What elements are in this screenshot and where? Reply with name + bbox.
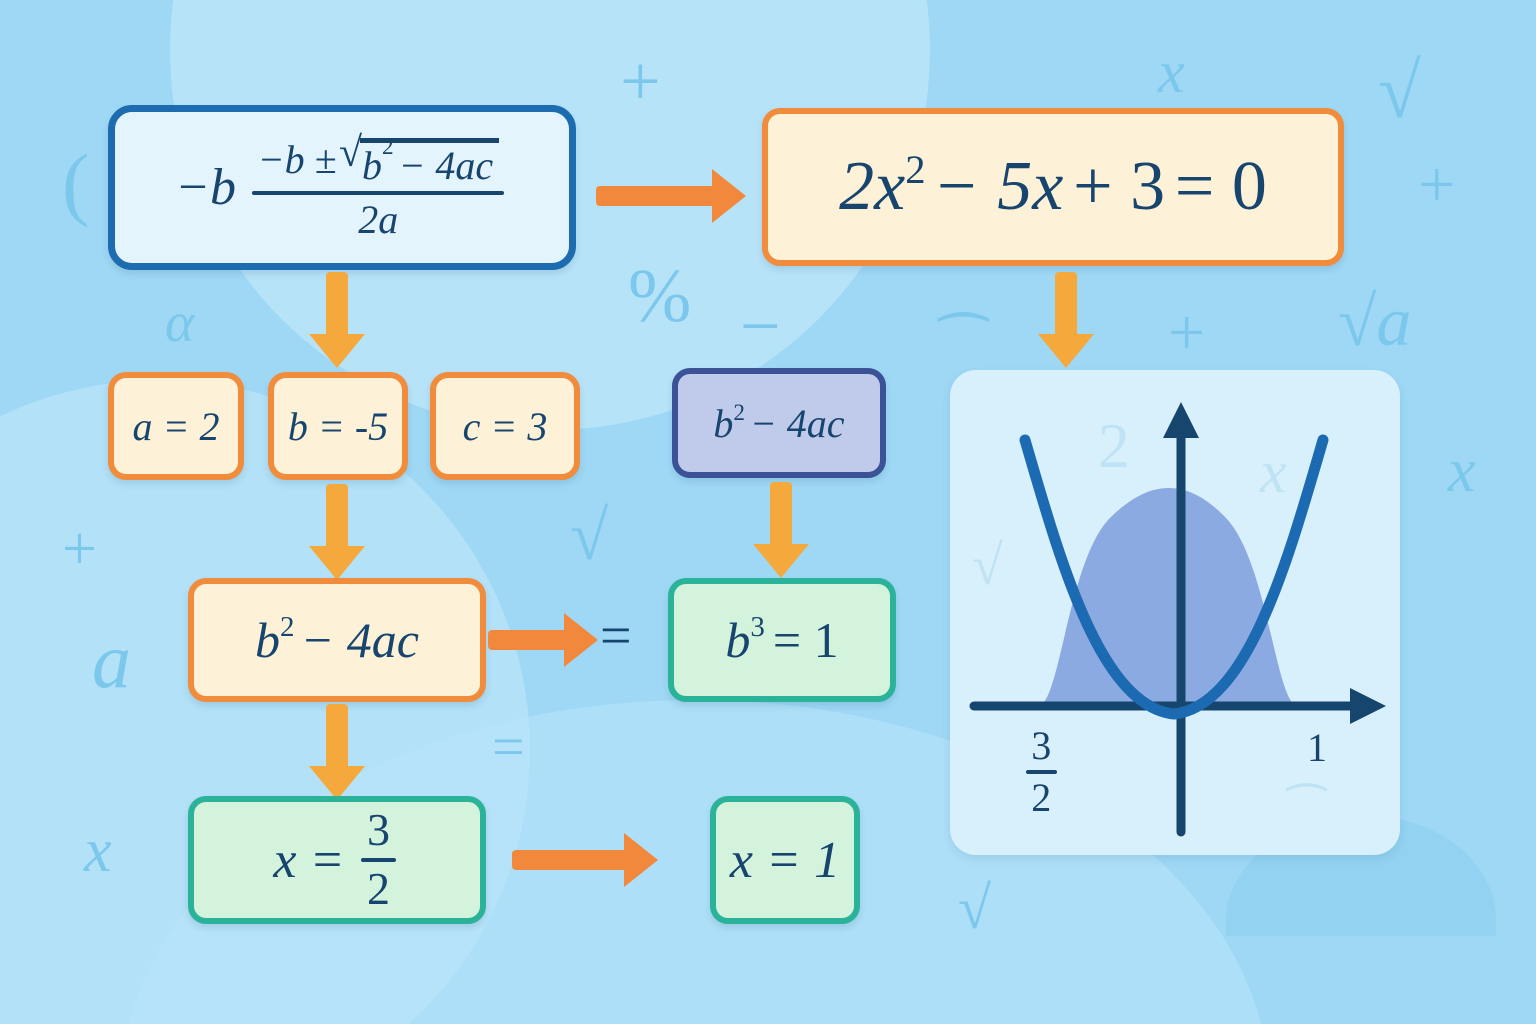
coefficient-card-b[interactable]: b = -5 — [268, 372, 408, 480]
arrow-discriminant-formula-to-value — [752, 482, 810, 578]
square-root-icon: √ b2− 4ac — [337, 132, 499, 186]
formula-numerator: −b ± √ b2− 4ac — [252, 132, 504, 186]
coefficient-card-c[interactable]: c = 3 — [430, 372, 580, 480]
root-one-prefix: x = — [273, 831, 345, 889]
x-tick-label-three-halves: 3 2 — [1022, 725, 1060, 819]
arrow-formula-to-coefficients — [308, 272, 366, 368]
formula-lead: −b — [174, 158, 237, 216]
arrow-formula-to-equation — [596, 168, 746, 224]
root-two-label: x = 1 — [729, 831, 841, 889]
equation-equals-zero: = 0 — [1174, 148, 1267, 225]
root-one-fraction-bar — [360, 858, 397, 862]
root-two-card[interactable]: x = 1 — [710, 796, 860, 924]
decoration-glyph-3: a — [92, 617, 131, 704]
equals-sign-separator: = — [600, 605, 632, 667]
quadratic-formula-card[interactable]: −b −b ± √ b2− 4ac 2a — [108, 105, 576, 270]
equation-leading-term: 2x — [839, 148, 906, 225]
decoration-glyph-4: x — [84, 817, 112, 885]
x-axis-arrowhead — [1350, 688, 1386, 724]
arrow-discriminant-to-equals — [488, 612, 598, 668]
decoration-glyph-7: − — [740, 286, 781, 366]
decoration-glyph-2: + — [62, 515, 97, 583]
decoration-glyph-14: + — [1168, 296, 1206, 369]
decoration-glyph-11: x — [1158, 39, 1185, 105]
tick-fraction-bar — [1025, 770, 1057, 775]
decoration-glyph-10: ⁀ — [940, 314, 987, 379]
fraction-bar — [252, 190, 505, 196]
y-axis-arrowhead — [1163, 402, 1199, 438]
root-one-numerator: 3 — [367, 803, 391, 855]
arrow-discriminant-to-root — [308, 704, 366, 800]
root-one-card[interactable]: x = 3 2 — [188, 796, 486, 924]
decoration-glyph-1: α — [165, 292, 195, 354]
coefficient-card-a[interactable]: a = 2 — [108, 372, 244, 480]
coefficient-b-label: b = -5 — [287, 403, 389, 449]
parabola-curve — [1019, 434, 1329, 720]
decoration-glyph-5: + — [620, 41, 661, 121]
decoration-glyph-0: ( — [62, 137, 90, 228]
coefficient-a-label: a = 2 — [132, 403, 220, 449]
parabola-graph-panel[interactable]: 2 x √ ⁀ 3 2 1 — [950, 370, 1400, 855]
decoration-glyph-6: % — [628, 254, 692, 338]
decoration-glyph-12: √ — [1378, 47, 1421, 134]
equation-exponent: 2 — [905, 147, 926, 193]
arrow-root-one-to-root-two — [512, 832, 658, 888]
coefficient-c-label: c = 3 — [462, 403, 548, 449]
decoration-glyph-9: = — [492, 714, 525, 779]
decoration-glyph-16: √a — [1338, 284, 1412, 361]
decoration-glyph-15: x — [1448, 437, 1476, 505]
equation-middle-term: − 5x — [932, 148, 1064, 225]
decoration-glyph-13: + — [1414, 148, 1459, 221]
parabola-chart-svg — [969, 402, 1386, 837]
equation-constant-term: + 3 — [1073, 148, 1166, 225]
decoration-glyph-17: √ — [958, 875, 991, 941]
x-tick-label-one: 1 — [1307, 725, 1327, 770]
arrow-coefficients-to-discriminant — [308, 484, 366, 580]
arrow-equation-to-graph — [1037, 272, 1095, 368]
root-one-denominator: 2 — [367, 863, 391, 915]
decoration-glyph-8: √ — [570, 498, 609, 575]
formula-denominator: 2a — [358, 197, 399, 243]
